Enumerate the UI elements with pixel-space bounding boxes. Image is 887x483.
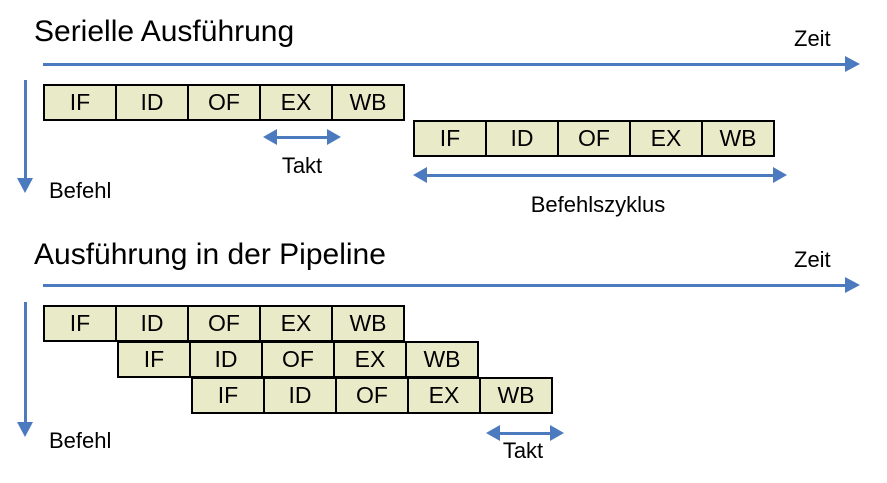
arrow-head-right-icon <box>773 167 787 183</box>
stage-cell: WB <box>701 120 775 157</box>
takt-double-arrow-pipeline <box>486 425 564 442</box>
stage-cell: IF <box>43 305 117 342</box>
stage-cell: WB <box>479 377 553 414</box>
takt-double-arrow-serial <box>263 129 341 146</box>
section-title-serial: Serielle Ausführung <box>34 15 295 48</box>
arrow-head-right-icon <box>845 56 860 72</box>
arrow-head-right-icon <box>845 277 860 293</box>
arrow-shaft <box>423 174 777 177</box>
arrow-shaft <box>43 284 848 287</box>
arrow-shaft <box>23 80 28 181</box>
stage-cell: WB <box>405 341 479 378</box>
arrow-shaft <box>496 432 554 435</box>
arrow-head-left-icon <box>413 167 427 183</box>
stage-cell: EX <box>259 84 333 121</box>
stage-cell: OF <box>187 305 261 342</box>
stage-cell: EX <box>259 305 333 342</box>
arrow-head-down-icon <box>17 422 33 437</box>
stage-row-serial-2: IF ID OF EX WB <box>413 120 775 157</box>
takt-label-pipeline: Takt <box>502 438 544 463</box>
stage-cell: EX <box>407 377 481 414</box>
befehlszyklus-double-arrow <box>413 167 787 184</box>
zeit-label-pipeline: Zeit <box>794 247 831 272</box>
arrow-head-right-icon <box>327 129 341 145</box>
stage-cell: ID <box>189 341 263 378</box>
befehl-label-serial: Befehl <box>49 178 112 203</box>
stage-cell: EX <box>629 120 703 157</box>
stage-row-pipeline-1: IF ID OF EX WB <box>43 305 405 342</box>
stage-cell: OF <box>187 84 261 121</box>
arrow-shaft <box>23 302 28 425</box>
befehl-label-pipeline: Befehl <box>49 428 112 453</box>
time-axis-arrow-pipeline <box>43 277 860 294</box>
arrow-head-left-icon <box>486 425 500 441</box>
stage-cell: IF <box>191 377 265 414</box>
arrow-head-right-icon <box>550 425 564 441</box>
stage-row-pipeline-3: IF ID OF EX WB <box>191 377 553 414</box>
stage-cell: OF <box>335 377 409 414</box>
time-axis-arrow-serial <box>43 56 860 73</box>
befehlszyklus-label: Befehlszyklus <box>530 192 666 217</box>
section-title-pipeline: Ausführung in der Pipeline <box>34 238 386 271</box>
stage-cell: WB <box>331 84 405 121</box>
stage-cell: WB <box>331 305 405 342</box>
stage-cell: IF <box>413 120 487 157</box>
stage-cell: IF <box>117 341 191 378</box>
instruction-axis-arrow-pipeline <box>17 302 34 437</box>
stage-cell: ID <box>115 305 189 342</box>
stage-cell: ID <box>485 120 559 157</box>
arrow-shaft <box>43 63 848 66</box>
takt-label-serial: Takt <box>281 153 323 178</box>
arrow-head-down-icon <box>17 178 33 193</box>
stage-cell: IF <box>43 84 117 121</box>
arrow-shaft <box>273 136 331 139</box>
stage-row-serial-1: IF ID OF EX WB <box>43 84 405 121</box>
arrow-head-left-icon <box>263 129 277 145</box>
instruction-axis-arrow-serial <box>17 80 34 193</box>
stage-cell: ID <box>263 377 337 414</box>
stage-cell: OF <box>261 341 335 378</box>
stage-cell: EX <box>333 341 407 378</box>
zeit-label-serial: Zeit <box>794 26 831 51</box>
stage-cell: OF <box>557 120 631 157</box>
stage-cell: ID <box>115 84 189 121</box>
stage-row-pipeline-2: IF ID OF EX WB <box>117 341 479 378</box>
